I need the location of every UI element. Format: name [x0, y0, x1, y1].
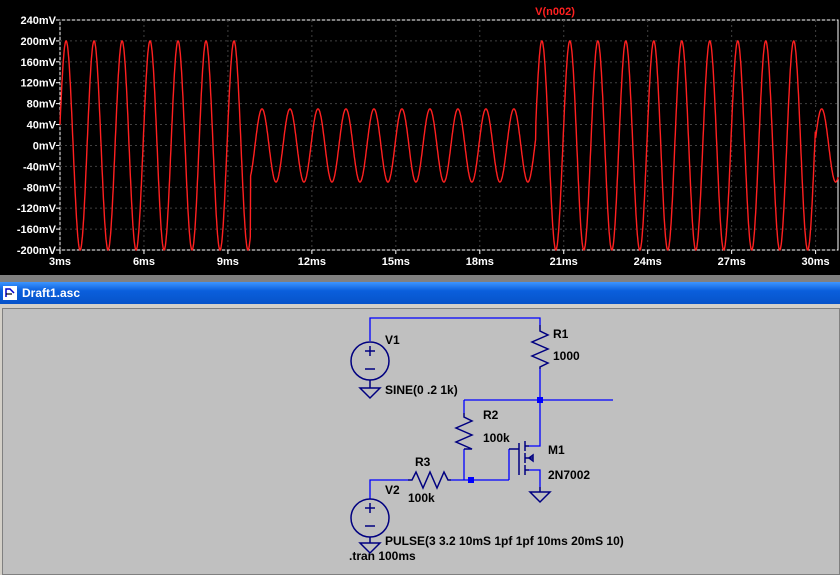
- y-tick-label: -80mV: [23, 182, 57, 194]
- schematic-canvas[interactable]: V1 SINE(0 .2 1k) R1 1000 R2 100k R3 100k: [2, 308, 840, 575]
- waveform-plot[interactable]: 240mV 200mV 160mV 120mV 80mV 40mV 0mV -40mV -80m…: [0, 0, 840, 275]
- v2-value: PULSE(3 3.2 10mS 1pf 1pf 10ms 20mS 10): [385, 534, 624, 548]
- x-tick-label: 12ms: [298, 256, 326, 268]
- y-tick-label: -160mV: [17, 224, 57, 236]
- r1-value: 1000: [553, 349, 580, 363]
- v1-source[interactable]: V1 SINE(0 .2 1k): [350, 333, 458, 400]
- y-tick-label: 200mV: [21, 36, 57, 48]
- r1-name: R1: [553, 327, 569, 341]
- x-tick-label: 6ms: [133, 256, 155, 268]
- y-tick-label: 240mV: [21, 15, 57, 27]
- junction-gate: [468, 477, 474, 483]
- v1-value: SINE(0 .2 1k): [385, 383, 458, 397]
- v2-source[interactable]: V2 PULSE(3 3.2 10mS 1pf 1pf 10ms 20mS 10…: [350, 483, 624, 555]
- x-tick-label: 3ms: [49, 256, 71, 268]
- r2-name: R2: [483, 408, 499, 422]
- schematic-title: Draft1.asc: [22, 286, 81, 300]
- m1-value: 2N7002: [548, 468, 590, 482]
- trace-label[interactable]: V(n002): [535, 6, 575, 18]
- schematic-doc-icon: [3, 286, 17, 300]
- plot-frame: [59, 19, 839, 251]
- x-tick-label: 15ms: [382, 256, 410, 268]
- schematic-titlebar[interactable]: Draft1.asc: [0, 282, 840, 304]
- x-tick-label: 9ms: [217, 256, 239, 268]
- trace-v-n002: [59, 39, 839, 251]
- y-tick-label: 0mV: [33, 140, 57, 152]
- r3-value: 100k: [408, 491, 435, 505]
- y-tick-label: 40mV: [27, 120, 57, 132]
- y-tick-label: 160mV: [21, 57, 57, 69]
- y-tick-label: -120mV: [17, 203, 57, 215]
- m1-name: M1: [548, 443, 565, 457]
- x-tick-label: 18ms: [466, 256, 494, 268]
- r2-resistor[interactable]: R2 100k: [454, 408, 510, 450]
- r1-resistor[interactable]: R1 1000: [530, 325, 580, 369]
- junction-drain: [537, 397, 543, 403]
- v1-name: V1: [385, 333, 400, 347]
- y-tick-label: 80mV: [27, 99, 57, 111]
- y-tick-label: -40mV: [23, 161, 57, 173]
- x-tick-label: 30ms: [802, 256, 830, 268]
- m1-mosfet[interactable]: M1 2N7002: [509, 441, 590, 504]
- y-tick-label: 120mV: [21, 78, 57, 90]
- y-tick-label: -200mV: [17, 245, 57, 257]
- x-tick-label: 27ms: [718, 256, 746, 268]
- r2-value: 100k: [483, 431, 510, 445]
- waveform-plot-pane[interactable]: 240mV 200mV 160mV 120mV 80mV 40mV 0mV -40mV -80m…: [0, 0, 840, 275]
- x-tick-label: 21ms: [550, 256, 578, 268]
- wires: [369, 317, 613, 499]
- r3-name: R3: [415, 455, 431, 469]
- r3-resistor[interactable]: R3 100k: [408, 455, 451, 505]
- schematic-window: Draft1.asc: [0, 282, 840, 575]
- v2-name: V2: [385, 483, 400, 497]
- x-tick-label: 24ms: [634, 256, 662, 268]
- tran-directive[interactable]: .tran 100ms: [349, 549, 416, 563]
